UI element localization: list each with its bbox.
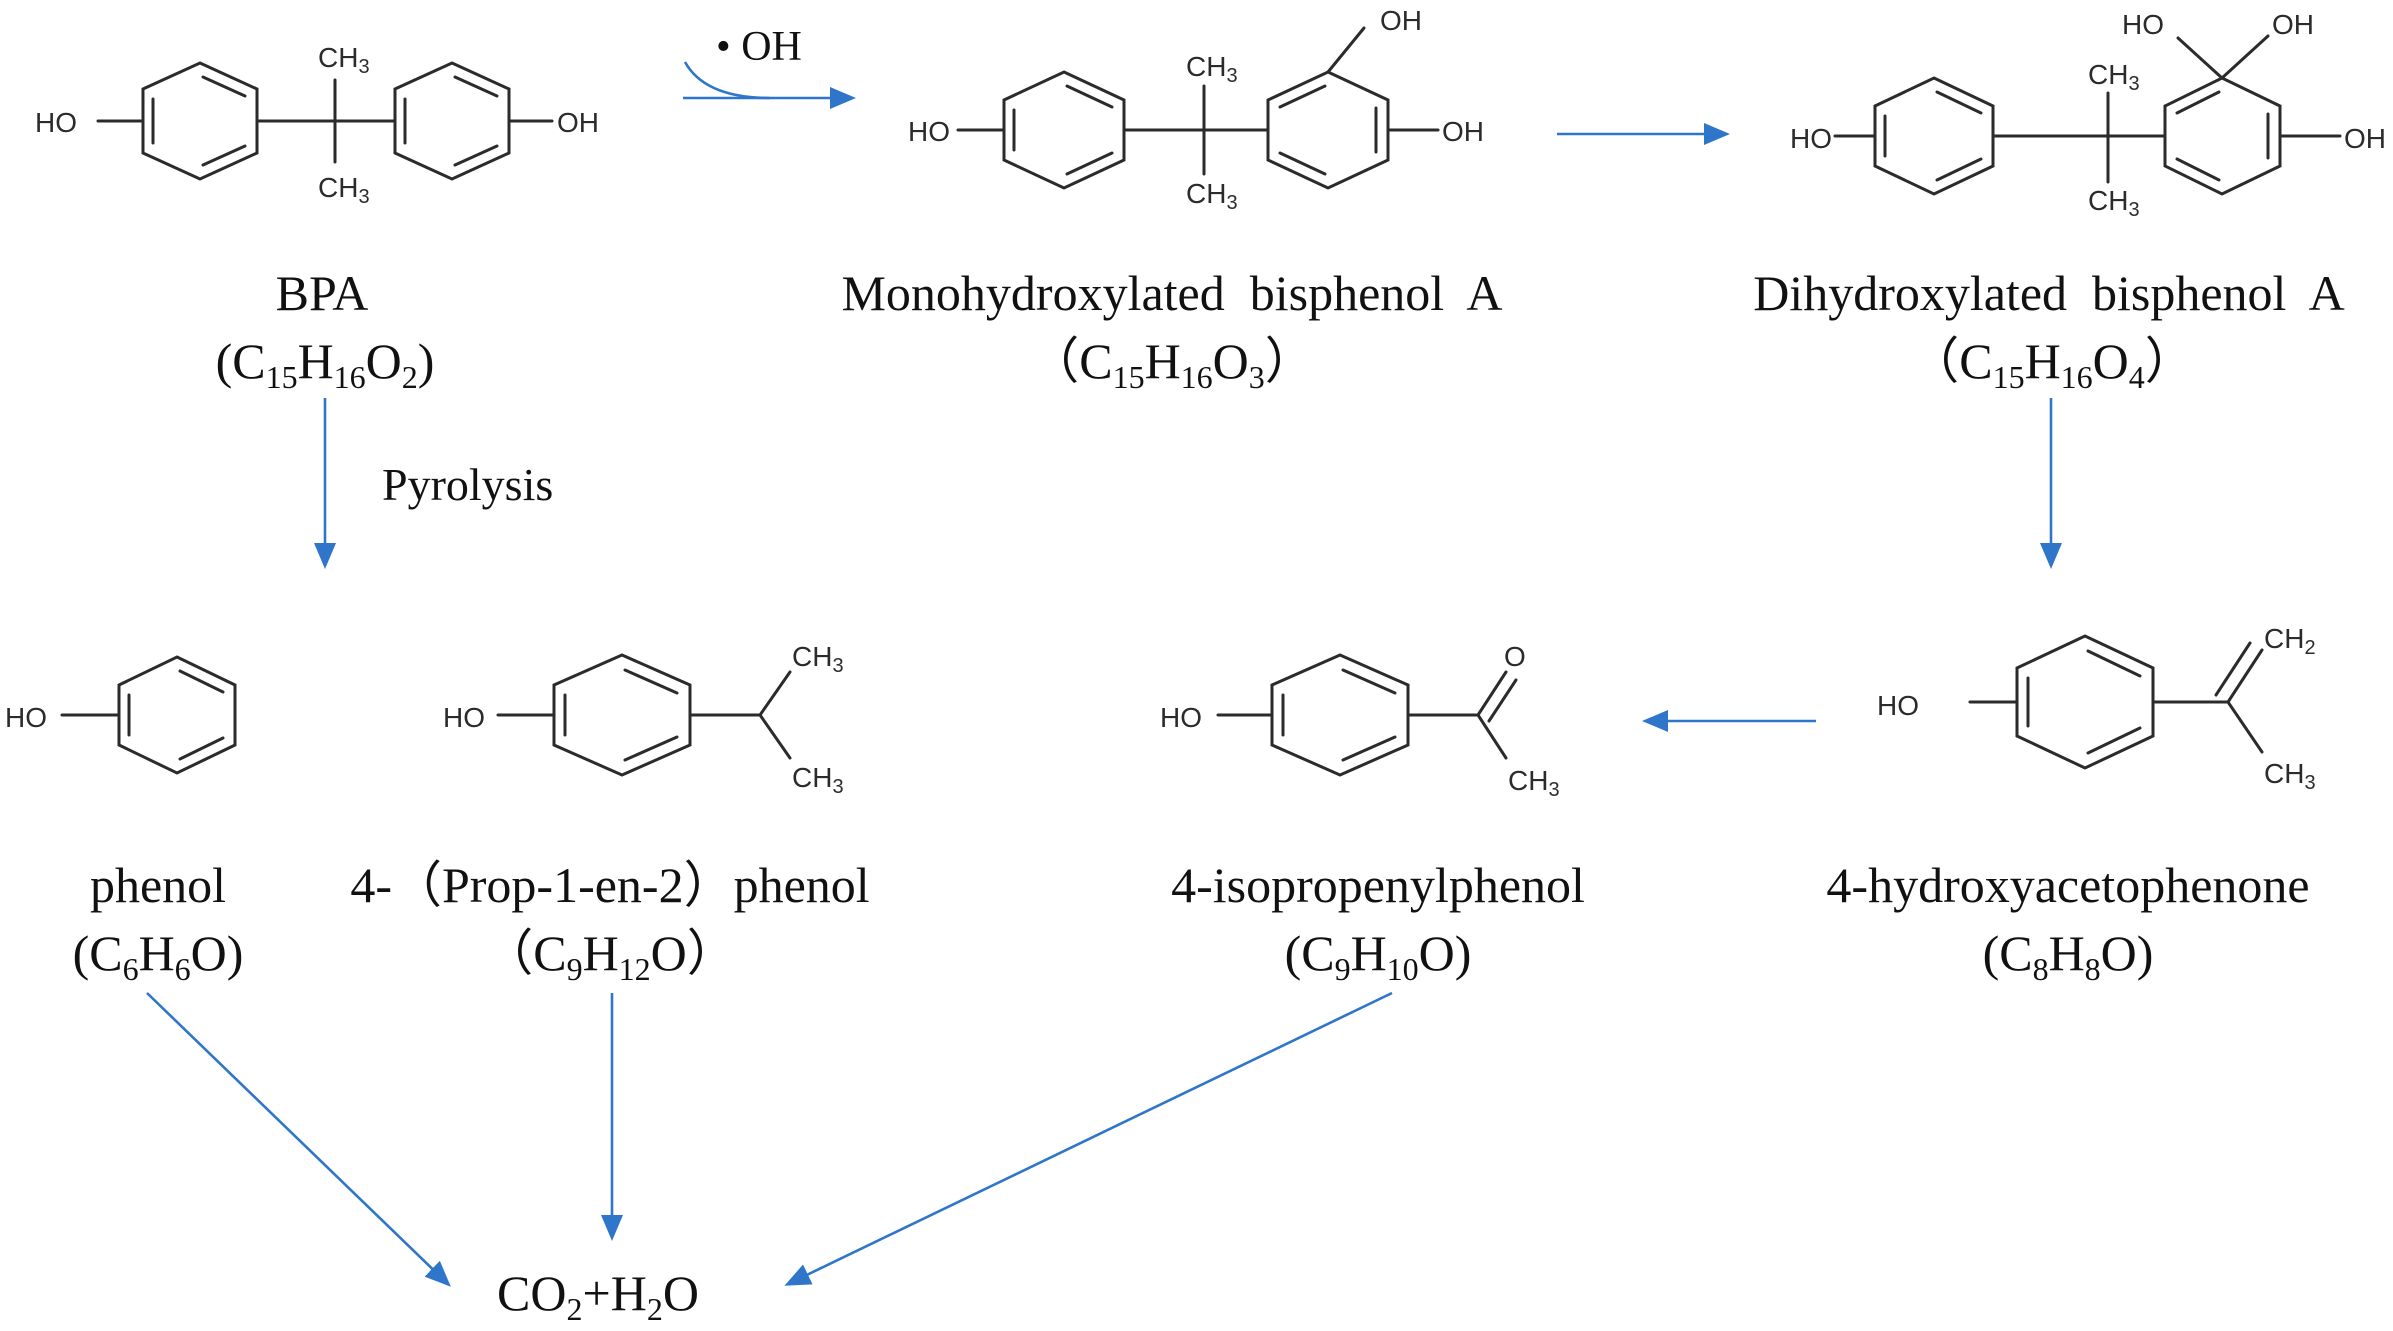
mono-oh-top-label: OH bbox=[1380, 5, 1422, 36]
bpa-ring-right bbox=[393, 61, 511, 181]
arrows bbox=[146, 61, 2062, 1287]
bpa-ring-left bbox=[141, 61, 259, 181]
hap-formula: (C8H8O) bbox=[1983, 925, 2154, 987]
mono-name: Monohydroxylated bisphenol A bbox=[841, 265, 1502, 321]
arrow-iso-to-final bbox=[784, 991, 1393, 1286]
bpa-name: BPA bbox=[276, 265, 369, 321]
di-structure: HO HO OH OH CH3 CH3 bbox=[1790, 9, 2386, 221]
phenol-name: phenol bbox=[90, 857, 226, 913]
di-formula: （C15H16O4） bbox=[1909, 333, 2195, 395]
di-ring-right bbox=[2163, 76, 2282, 196]
bpa-structure: HO OH CH3 CH3 bbox=[35, 42, 599, 208]
final-products-formula: CO2+H2O bbox=[497, 1265, 699, 1327]
iso-structure: HO O CH3 bbox=[1160, 641, 1560, 801]
di-name: Dihydroxylated bisphenol A bbox=[1753, 265, 2345, 321]
prop-ch3-bottom: CH3 bbox=[792, 762, 844, 798]
hap-structure: HO CH2 CH3 bbox=[1877, 623, 2316, 794]
bpa-ch3-top: CH3 bbox=[318, 42, 370, 78]
bpa-ch3-bottom: CH3 bbox=[318, 172, 370, 208]
hap-ch2-label: CH2 bbox=[2264, 623, 2316, 659]
di-ch3-bottom: CH3 bbox=[2088, 185, 2140, 221]
bpa-ho-label: HO bbox=[35, 107, 77, 138]
arrow-phenol-to-final bbox=[146, 992, 451, 1287]
prop-ch3-top: CH3 bbox=[792, 641, 844, 677]
di-ho-left-label: HO bbox=[1790, 123, 1832, 154]
mono-ho-label: HO bbox=[908, 116, 950, 147]
di-ho-top-label: HO bbox=[2122, 9, 2164, 40]
prop-name: 4-（Prop-1-en-2）phenol bbox=[350, 857, 869, 913]
mono-formula: （C15H16O3） bbox=[1029, 333, 1315, 395]
mono-ring-right bbox=[1266, 70, 1390, 190]
mono-ch3-bottom: CH3 bbox=[1186, 178, 1238, 214]
iso-o-label: O bbox=[1504, 641, 1526, 672]
iso-ch3-label: CH3 bbox=[1508, 765, 1560, 801]
hap-ch3-label: CH3 bbox=[2264, 758, 2316, 794]
di-oh-top-label: OH bbox=[2272, 9, 2314, 40]
iso-formula: (C9H10O) bbox=[1285, 925, 1472, 987]
hap-name: 4-hydroxyacetophenone bbox=[1826, 857, 2309, 913]
bpa-oh-label: OH bbox=[557, 107, 599, 138]
hap-ho-label: HO bbox=[1877, 690, 1919, 721]
prop-formula: （C9H12O） bbox=[483, 925, 737, 987]
mono-structure: HO OH OH CH3 CH3 bbox=[908, 5, 1484, 214]
mono-ch3-top: CH3 bbox=[1186, 51, 1238, 87]
di-ring-left bbox=[1873, 76, 1995, 196]
iso-ho-label: HO bbox=[1160, 702, 1202, 733]
bpa-formula: (C15H16O2) bbox=[216, 333, 435, 395]
phenol-formula: (C6H6O) bbox=[73, 925, 244, 987]
radical-oh-label: • OH bbox=[716, 24, 802, 70]
prop-structure: HO CH3 CH3 bbox=[443, 641, 844, 798]
di-ch3-top: CH3 bbox=[2088, 59, 2140, 95]
phenol-structure: HO bbox=[5, 655, 237, 775]
phenol-ho-label: HO bbox=[5, 702, 47, 733]
prop-ho-label: HO bbox=[443, 702, 485, 733]
iso-name: 4-isopropenylphenol bbox=[1171, 857, 1585, 913]
mono-oh-right-label: OH bbox=[1442, 116, 1484, 147]
pyrolysis-label: Pyrolysis bbox=[382, 459, 553, 510]
di-oh-right-label: OH bbox=[2344, 123, 2386, 154]
mono-ring-left bbox=[1002, 70, 1126, 190]
